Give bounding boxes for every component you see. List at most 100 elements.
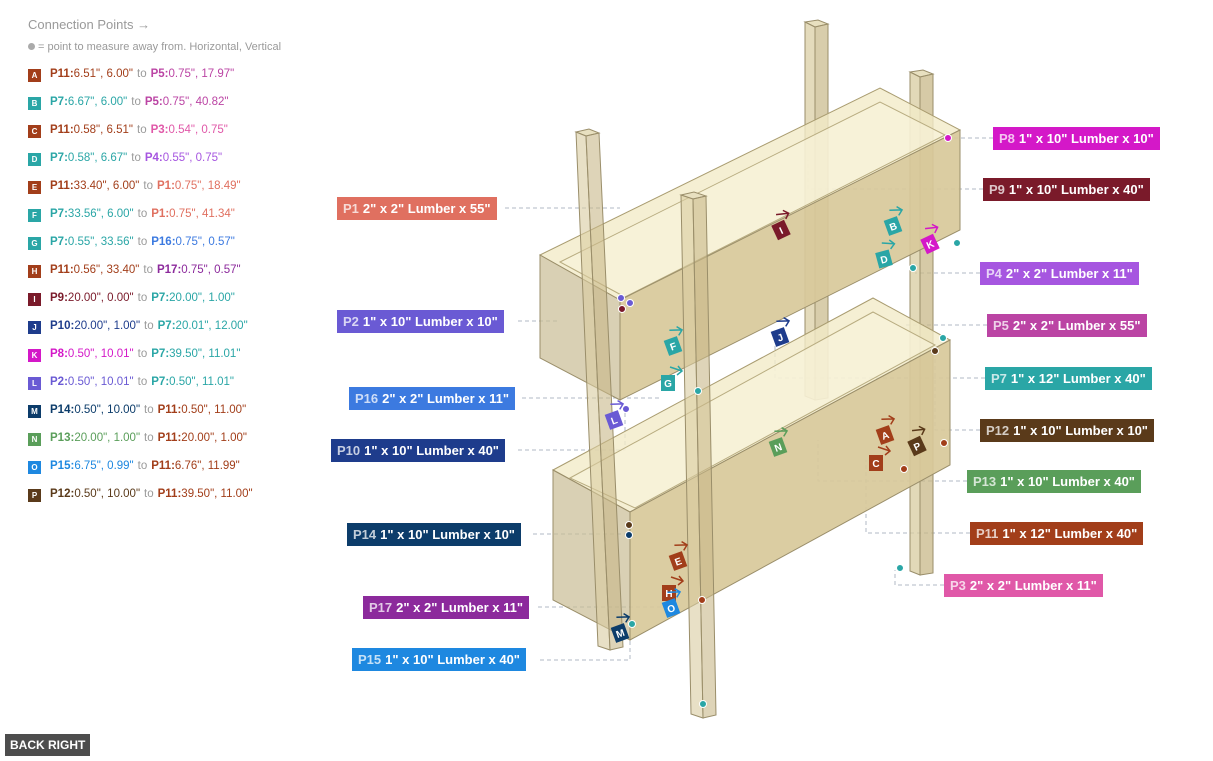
shelf-model (538, 19, 962, 719)
marker-tag (768, 437, 788, 457)
to-part-id: P11 (157, 432, 178, 444)
connection-letter-badge: J (28, 321, 41, 334)
from-part-id: P8 (50, 348, 65, 360)
connection-marker-a[interactable]: A (873, 414, 901, 445)
separator: : (158, 96, 163, 108)
part-description: 1" x 10" Lumber x 10" (362, 314, 498, 329)
connection-points-panel: Connection Points → = point to measure a… (0, 0, 330, 761)
from-part-id: P7 (50, 236, 65, 248)
part-id: P9 (989, 182, 1005, 197)
separator: : (64, 208, 68, 220)
view-back-right-button[interactable]: BACK RIGHT (5, 734, 91, 756)
marker-tag (662, 585, 676, 601)
marker-letter: H (665, 589, 672, 600)
connection-marker-i[interactable]: I (767, 209, 797, 241)
connection-marker-h[interactable]: H (662, 575, 685, 601)
separator: : (64, 236, 68, 248)
marker-tag (771, 219, 791, 241)
part-description: 2" x 2" Lumber x 11" (382, 391, 510, 406)
marker-letter: P (912, 441, 923, 454)
separator: : (69, 68, 74, 80)
part-id: P13 (973, 474, 997, 489)
part-description: 1" x 10" Lumber x 40" (1000, 474, 1135, 489)
from-part-id: P15 (50, 460, 71, 472)
to-word: to (131, 96, 141, 108)
connection-marker-j[interactable]: J (768, 316, 796, 347)
part-description: 2" x 2" Lumber x 11" (969, 578, 1097, 593)
from-part-id: P13 (50, 432, 71, 444)
connection-marker-g[interactable]: G (661, 365, 684, 391)
from-values: 20.00", 1.00" (74, 320, 141, 332)
marker-tag (883, 216, 903, 236)
connection-letter-badge: C (28, 125, 41, 138)
from-values: 0.56", 33.40" (73, 264, 140, 276)
to-word: to (144, 432, 154, 444)
separator: : (70, 432, 75, 444)
marker-letter: K (925, 239, 937, 252)
point-p4 (909, 264, 917, 272)
post-front-right-side (692, 195, 717, 719)
connection-marker-p[interactable]: P (903, 425, 933, 457)
to-part-id: P7 (151, 376, 166, 388)
measure-dot-icon (28, 43, 35, 50)
arrow-icon (670, 575, 685, 586)
connection-marker-e[interactable]: E (666, 540, 694, 571)
point-p17 (698, 596, 706, 604)
connection-points-title: Connection Points → (28, 17, 151, 32)
part-description: 2" x 2" Lumber x 11" (1005, 266, 1133, 281)
separator: : (64, 96, 68, 108)
point-p10 (622, 405, 630, 413)
from-part-id: P11 (50, 180, 70, 192)
marker-letter: J (776, 332, 785, 344)
part-id: P10 (337, 443, 361, 458)
to-values: 20.01", 12.00" (175, 320, 248, 332)
marker-tag (661, 598, 681, 618)
connection-letter-badge: D (28, 153, 41, 166)
to-values: 0.55", 0.75" (162, 152, 223, 164)
connection-marker-l[interactable]: L (602, 399, 630, 430)
separator: : (165, 376, 170, 388)
to-word: to (144, 404, 154, 416)
connection-marker-k[interactable]: K (916, 223, 946, 255)
separator: : (171, 460, 175, 472)
to-part-id: P4 (144, 152, 159, 164)
to-word: to (143, 180, 153, 192)
separator: : (165, 208, 170, 220)
separator: : (177, 488, 182, 500)
from-part-id: P2 (50, 376, 65, 388)
marker-letter: L (610, 415, 620, 427)
separator: : (165, 292, 170, 304)
connection-letter-badge: G (28, 237, 41, 250)
connection-marker-o[interactable]: O (659, 587, 687, 618)
arrow-icon (616, 612, 631, 623)
separator: : (177, 432, 182, 444)
marker-letter: O (666, 603, 677, 616)
connection-marker-b[interactable]: B (881, 205, 909, 236)
connection-marker-c[interactable]: C (869, 445, 892, 471)
marker-tag (770, 327, 790, 347)
connection-letter-badge: H (28, 265, 41, 278)
part-id: P14 (353, 527, 377, 542)
connection-marker-f[interactable]: F (661, 325, 689, 356)
connection-marker-d[interactable]: D (873, 239, 900, 269)
connection-marker-n[interactable]: N (766, 426, 794, 457)
connection-marker-m[interactable]: M (608, 612, 636, 643)
